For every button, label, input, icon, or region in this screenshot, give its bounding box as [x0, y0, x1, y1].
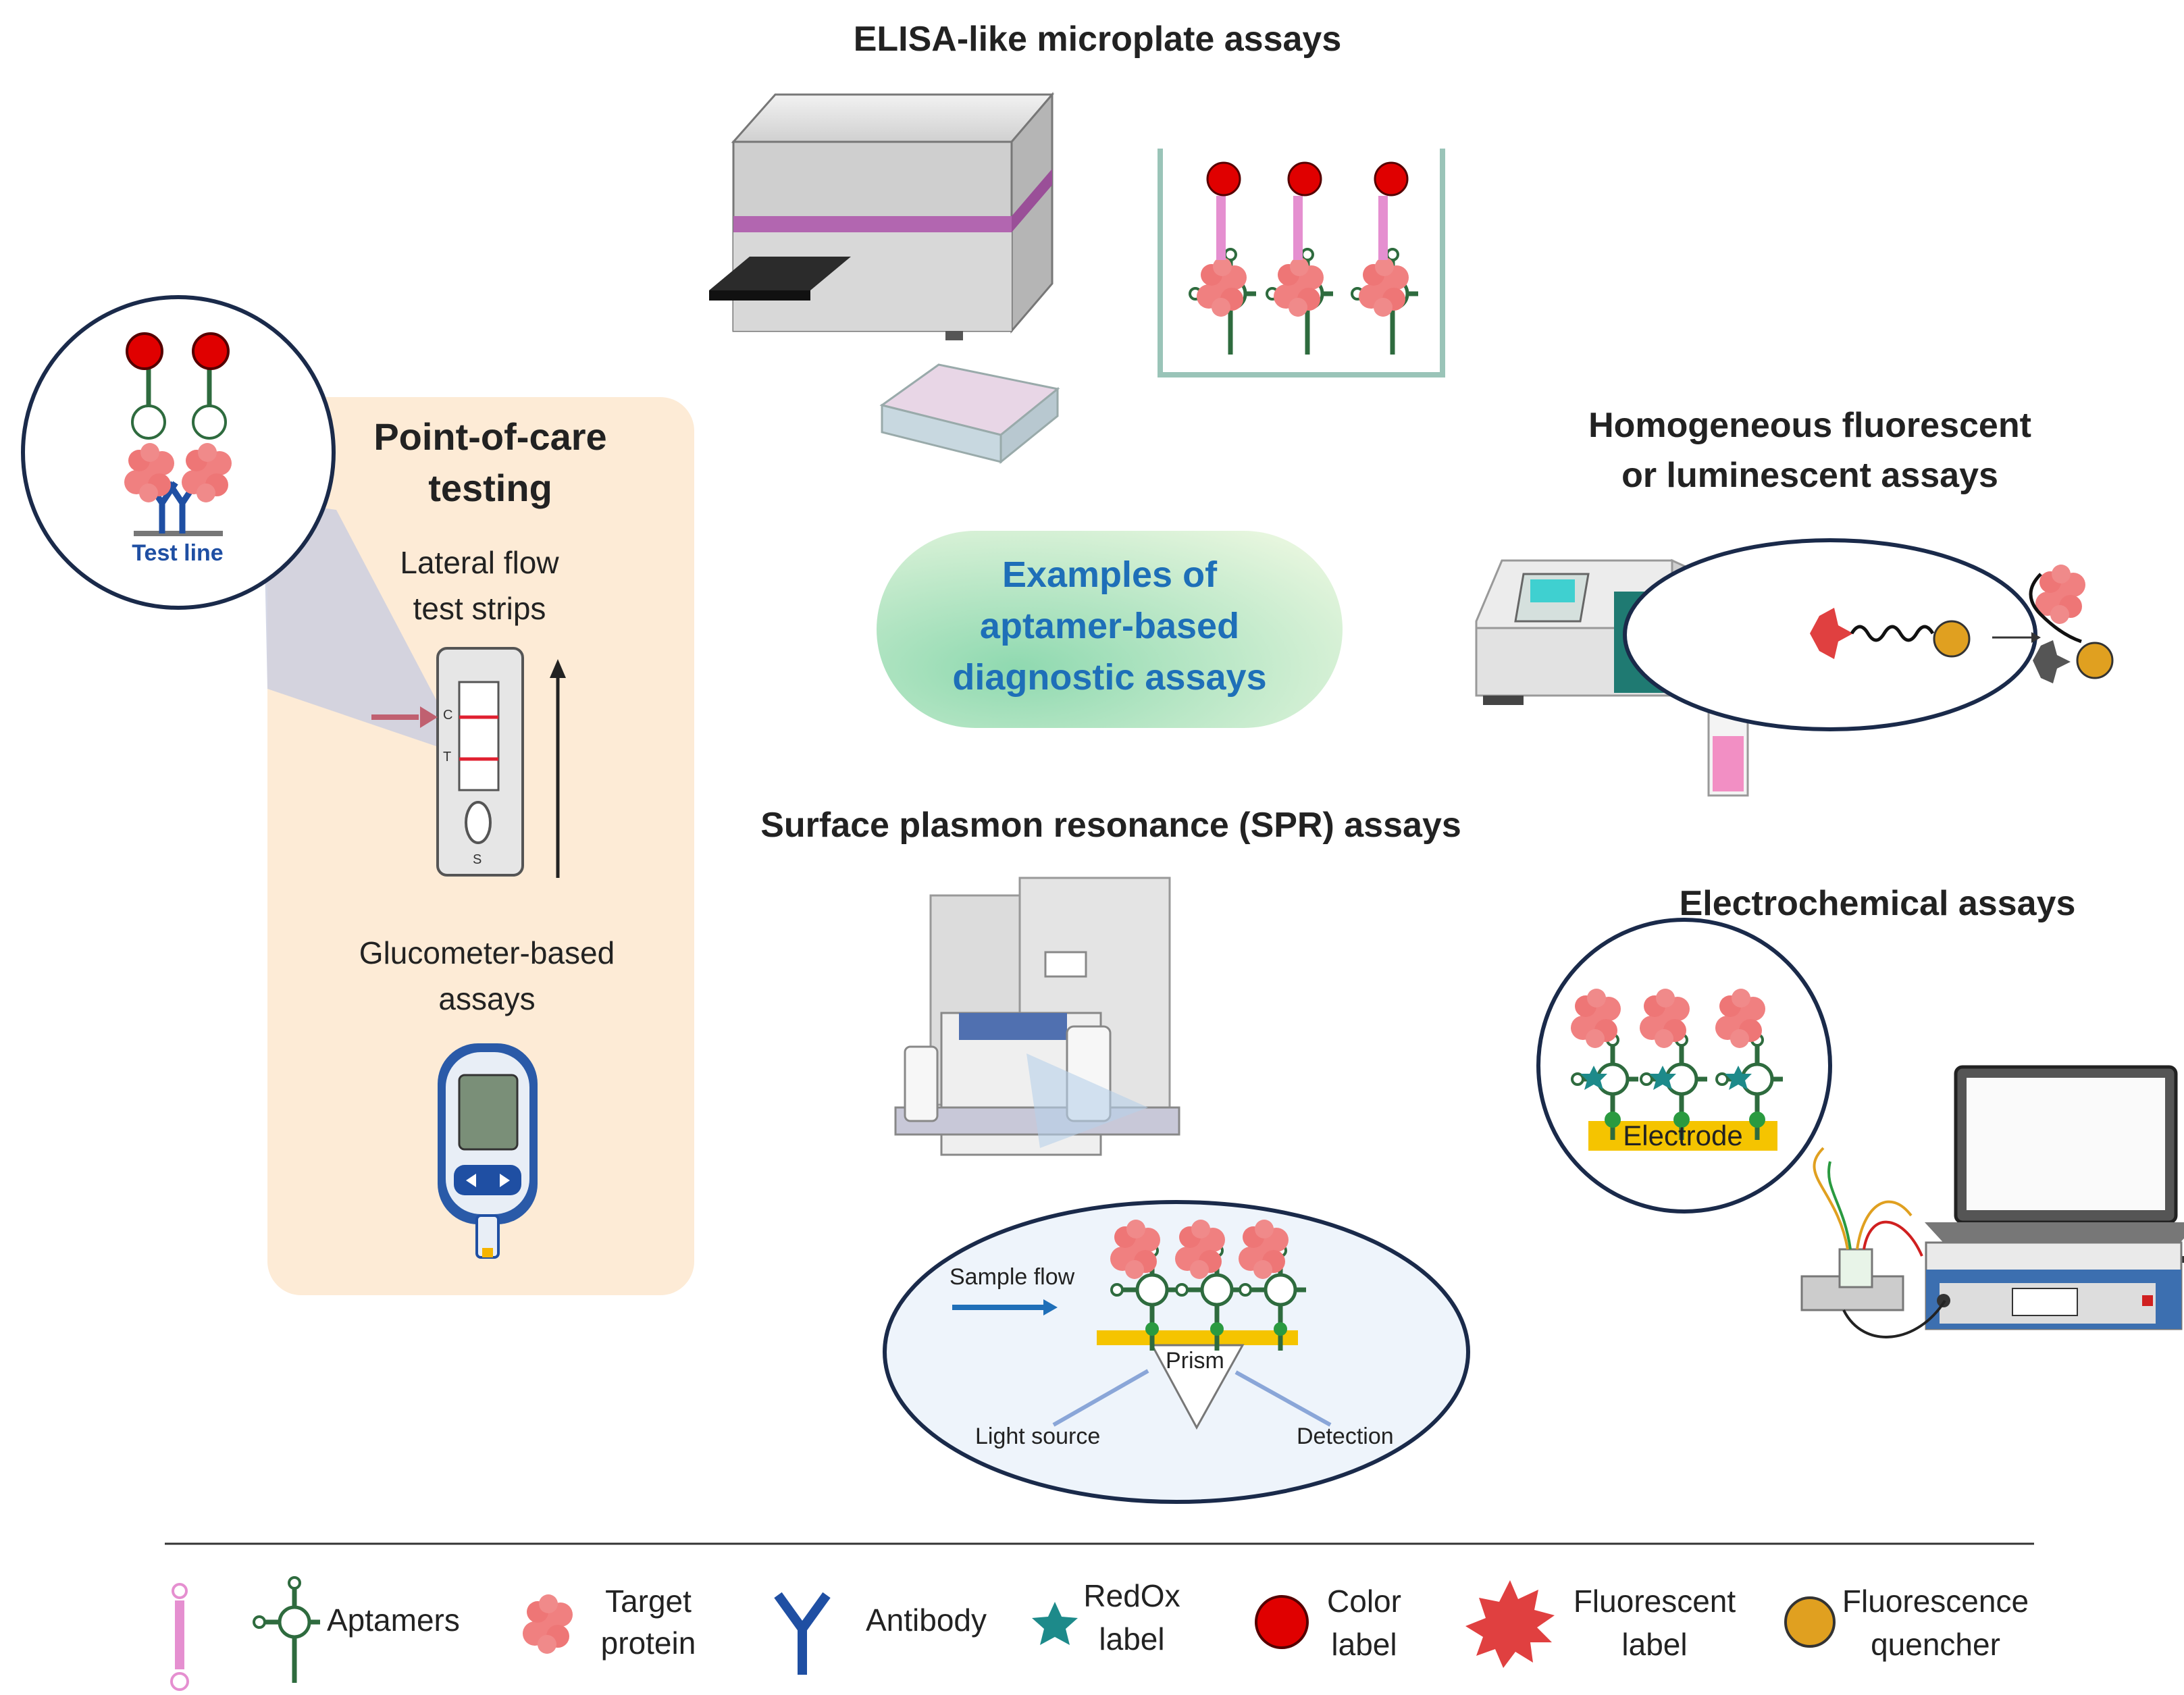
redox-label-legend-icon: [1032, 1602, 1078, 1645]
legend-redox-1: RedOx: [1083, 1578, 1180, 1613]
quencher-legend-icon: [1784, 1596, 1836, 1648]
fluorescent-label-legend-icon: [1465, 1580, 1555, 1668]
center-line1: Examples of: [1002, 554, 1218, 595]
legend-antibody: Antibody: [866, 1602, 987, 1638]
color-label-icon: [192, 332, 230, 370]
antibody-legend-icon: [774, 1592, 831, 1675]
fluorescent-label-icon: [1810, 608, 1853, 659]
legend-fluor-1: Fluorescent: [1573, 1584, 1736, 1619]
poc-title-line2: testing: [428, 467, 552, 509]
elisa-aptamers: [1190, 161, 1418, 355]
poc-title-line1: Point-of-care: [373, 415, 607, 458]
legend-redox-2: label: [1099, 1621, 1165, 1657]
potentiostat-icon: [1800, 1147, 2183, 1338]
lateral-flow-line2: test strips: [413, 591, 546, 626]
legend-color-1: Color: [1327, 1584, 1401, 1619]
spr-detection: Detection: [1297, 1424, 1394, 1449]
strip-s-label: S: [473, 852, 482, 867]
spr-instrument-icon: [894, 877, 1180, 1156]
center-line2: aptamer-based: [979, 606, 1240, 646]
microplate-icon: [879, 363, 1060, 465]
electrode-label: Electrode: [1623, 1120, 1743, 1151]
aptamer-legend-icon: [170, 1577, 320, 1691]
color-label-icon: [126, 332, 163, 370]
arrow-up-icon: [550, 659, 566, 678]
legend-target-2: protein: [600, 1625, 696, 1661]
spr-title: Surface plasmon resonance (SPR) assays: [760, 806, 1461, 845]
spr-gold-surface: [1097, 1330, 1298, 1345]
center-pill: [877, 531, 1343, 728]
strip-t-label: T: [443, 750, 452, 764]
laptop-icon: [1925, 1065, 2184, 1263]
arrow-right-icon: [1043, 1299, 1058, 1315]
prism-icon: [1150, 1344, 1245, 1430]
legend-fluor-2: label: [1621, 1627, 1688, 1662]
homogeneous-title-line2: or luminescent assays: [1621, 456, 1998, 495]
spr-sample-flow: Sample flow: [950, 1264, 1075, 1290]
glucometer-line1: Glucometer-based: [359, 935, 615, 970]
legend-color-2: label: [1331, 1627, 1397, 1662]
target-protein-legend-icon: [523, 1594, 573, 1654]
electrochemical-title: Electrochemical assays: [1679, 884, 2076, 923]
arrow-right-icon: [420, 706, 438, 728]
plate-reader-icon: [709, 91, 1055, 340]
color-label-legend-icon: [1255, 1595, 1309, 1649]
test-line-label: Test line: [132, 540, 224, 566]
glucometer-line2: assays: [438, 981, 536, 1016]
spr-light-source: Light source: [975, 1424, 1101, 1449]
lateral-flow-line1: Lateral flow: [400, 545, 559, 580]
homogeneous-title-line1: Homogeneous fluorescent: [1588, 406, 2031, 445]
spr-prism: Prism: [1166, 1348, 1224, 1374]
test-line-zoom-circle: [21, 295, 336, 610]
elisa-title: ELISA-like microplate assays: [853, 20, 1342, 59]
microwell-icon: [1158, 149, 1445, 377]
center-line3: diagnostic assays: [952, 657, 1267, 698]
legend-quench-2: quencher: [1871, 1627, 2000, 1662]
legend-quench-1: Fluorescence: [1842, 1584, 2029, 1619]
legend-target-1: Target: [605, 1584, 692, 1619]
legend-aptamers: Aptamers: [327, 1602, 460, 1638]
quencher-icon: [1933, 620, 1971, 658]
strip-c-label: C: [443, 708, 453, 723]
